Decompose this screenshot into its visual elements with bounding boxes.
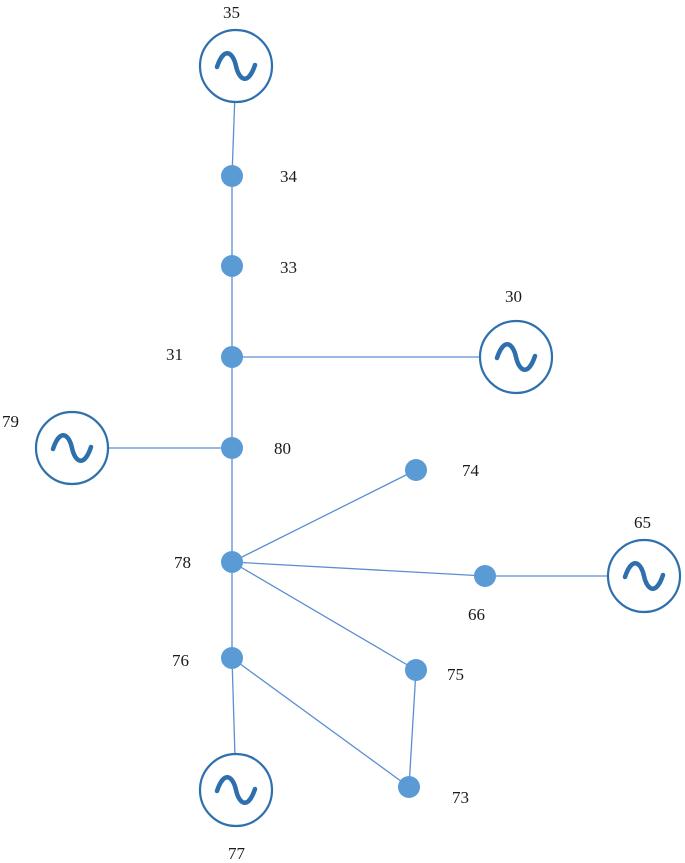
line-78-66 [231,561,486,577]
bus-node-76[interactable] [221,647,243,669]
bus-label-34: 34 [280,167,298,186]
generator-77[interactable] [198,752,274,828]
sine-wave-icon [50,433,94,463]
bus-label-76: 76 [172,651,189,670]
label-layer: 34 33 31 80 78 76 74 66 75 73 35 30 79 65 77 [2,3,651,863]
bus-node-74[interactable] [405,459,427,481]
line-layer [72,65,644,791]
bus-node-31[interactable] [221,346,243,368]
bus-node-80[interactable] [221,437,243,459]
sine-wave-icon [494,342,538,372]
bus-label-31: 31 [166,345,183,364]
bus-node-73[interactable] [398,776,420,798]
generator-label-65: 65 [634,513,651,532]
generator-label-30: 30 [505,287,522,306]
generator-label-35: 35 [223,3,240,22]
bus-node-66[interactable] [474,565,496,587]
sine-wave-icon [214,51,258,81]
line-75-73 [408,669,417,788]
generator-65[interactable] [606,538,682,614]
bus-node-34[interactable] [221,165,243,187]
bus-node-33[interactable] [221,255,243,277]
generator-79[interactable] [34,410,110,486]
sine-wave-icon [214,775,258,805]
bus-label-74: 74 [462,461,480,480]
node-layer [34,28,682,828]
generator-30[interactable] [478,319,554,395]
generator-label-77: 77 [228,844,246,863]
line-78-75 [231,561,417,671]
bus-label-80: 80 [274,439,291,458]
bus-node-78[interactable] [221,551,243,573]
bus-label-75: 75 [447,665,464,684]
bus-node-75[interactable] [405,659,427,681]
line-76-73 [231,657,410,788]
bus-label-78: 78 [174,553,191,572]
sine-wave-icon [622,561,666,591]
bus-label-73: 73 [452,788,469,807]
bus-label-66: 66 [468,605,485,624]
bus-label-33: 33 [280,258,297,277]
generator-label-79: 79 [2,412,19,431]
generator-35[interactable] [198,28,274,104]
line-78-74 [231,469,417,563]
